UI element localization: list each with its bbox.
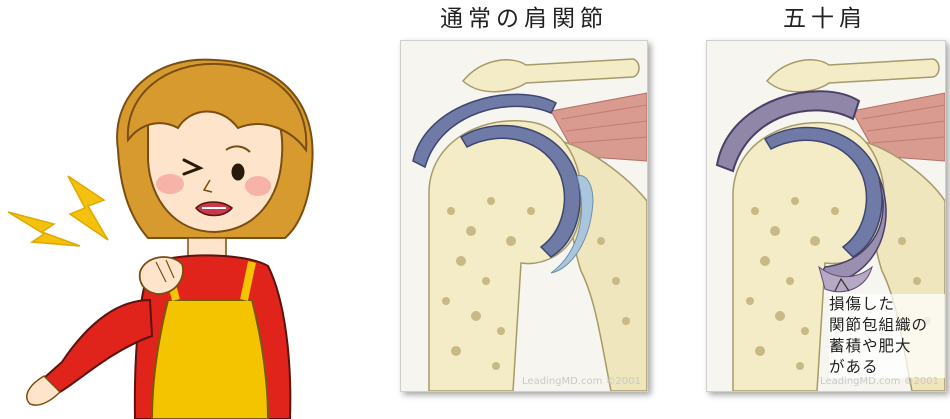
annotation-line: がある xyxy=(829,357,945,378)
shoulder-pain-woman-illustration xyxy=(0,0,370,419)
cheek xyxy=(156,174,184,194)
annotation-line: 損傷した xyxy=(829,294,945,315)
apron xyxy=(152,300,268,419)
image-credit: LeadingMD.com ©2001 xyxy=(522,376,641,387)
cheek xyxy=(245,176,271,196)
normal-shoulder-joint-panel: LeadingMD.com ©2001 xyxy=(400,40,648,392)
heading-frozen-shoulder: 五十肩 xyxy=(706,2,944,36)
frozen-shoulder-panel: 損傷した 関節包組織の 蓄積や肥大 がある LeadingMD.com ©200… xyxy=(706,40,946,392)
image-credit: LeadingMD.com ©2001 xyxy=(820,376,939,387)
normal-shoulder-joint-diagram xyxy=(401,41,647,391)
open-eye xyxy=(232,164,245,181)
pain-lightning-icon xyxy=(68,176,108,240)
annotation-line: 関節包組織の xyxy=(829,315,945,336)
damaged-capsule-annotation: 損傷した 関節包組織の 蓄積や肥大 がある xyxy=(829,294,945,378)
heading-normal-shoulder: 通常の肩関節 xyxy=(400,2,648,36)
pain-lightning-icon xyxy=(8,212,80,246)
annotation-line: 蓄積や肥大 xyxy=(829,336,945,357)
